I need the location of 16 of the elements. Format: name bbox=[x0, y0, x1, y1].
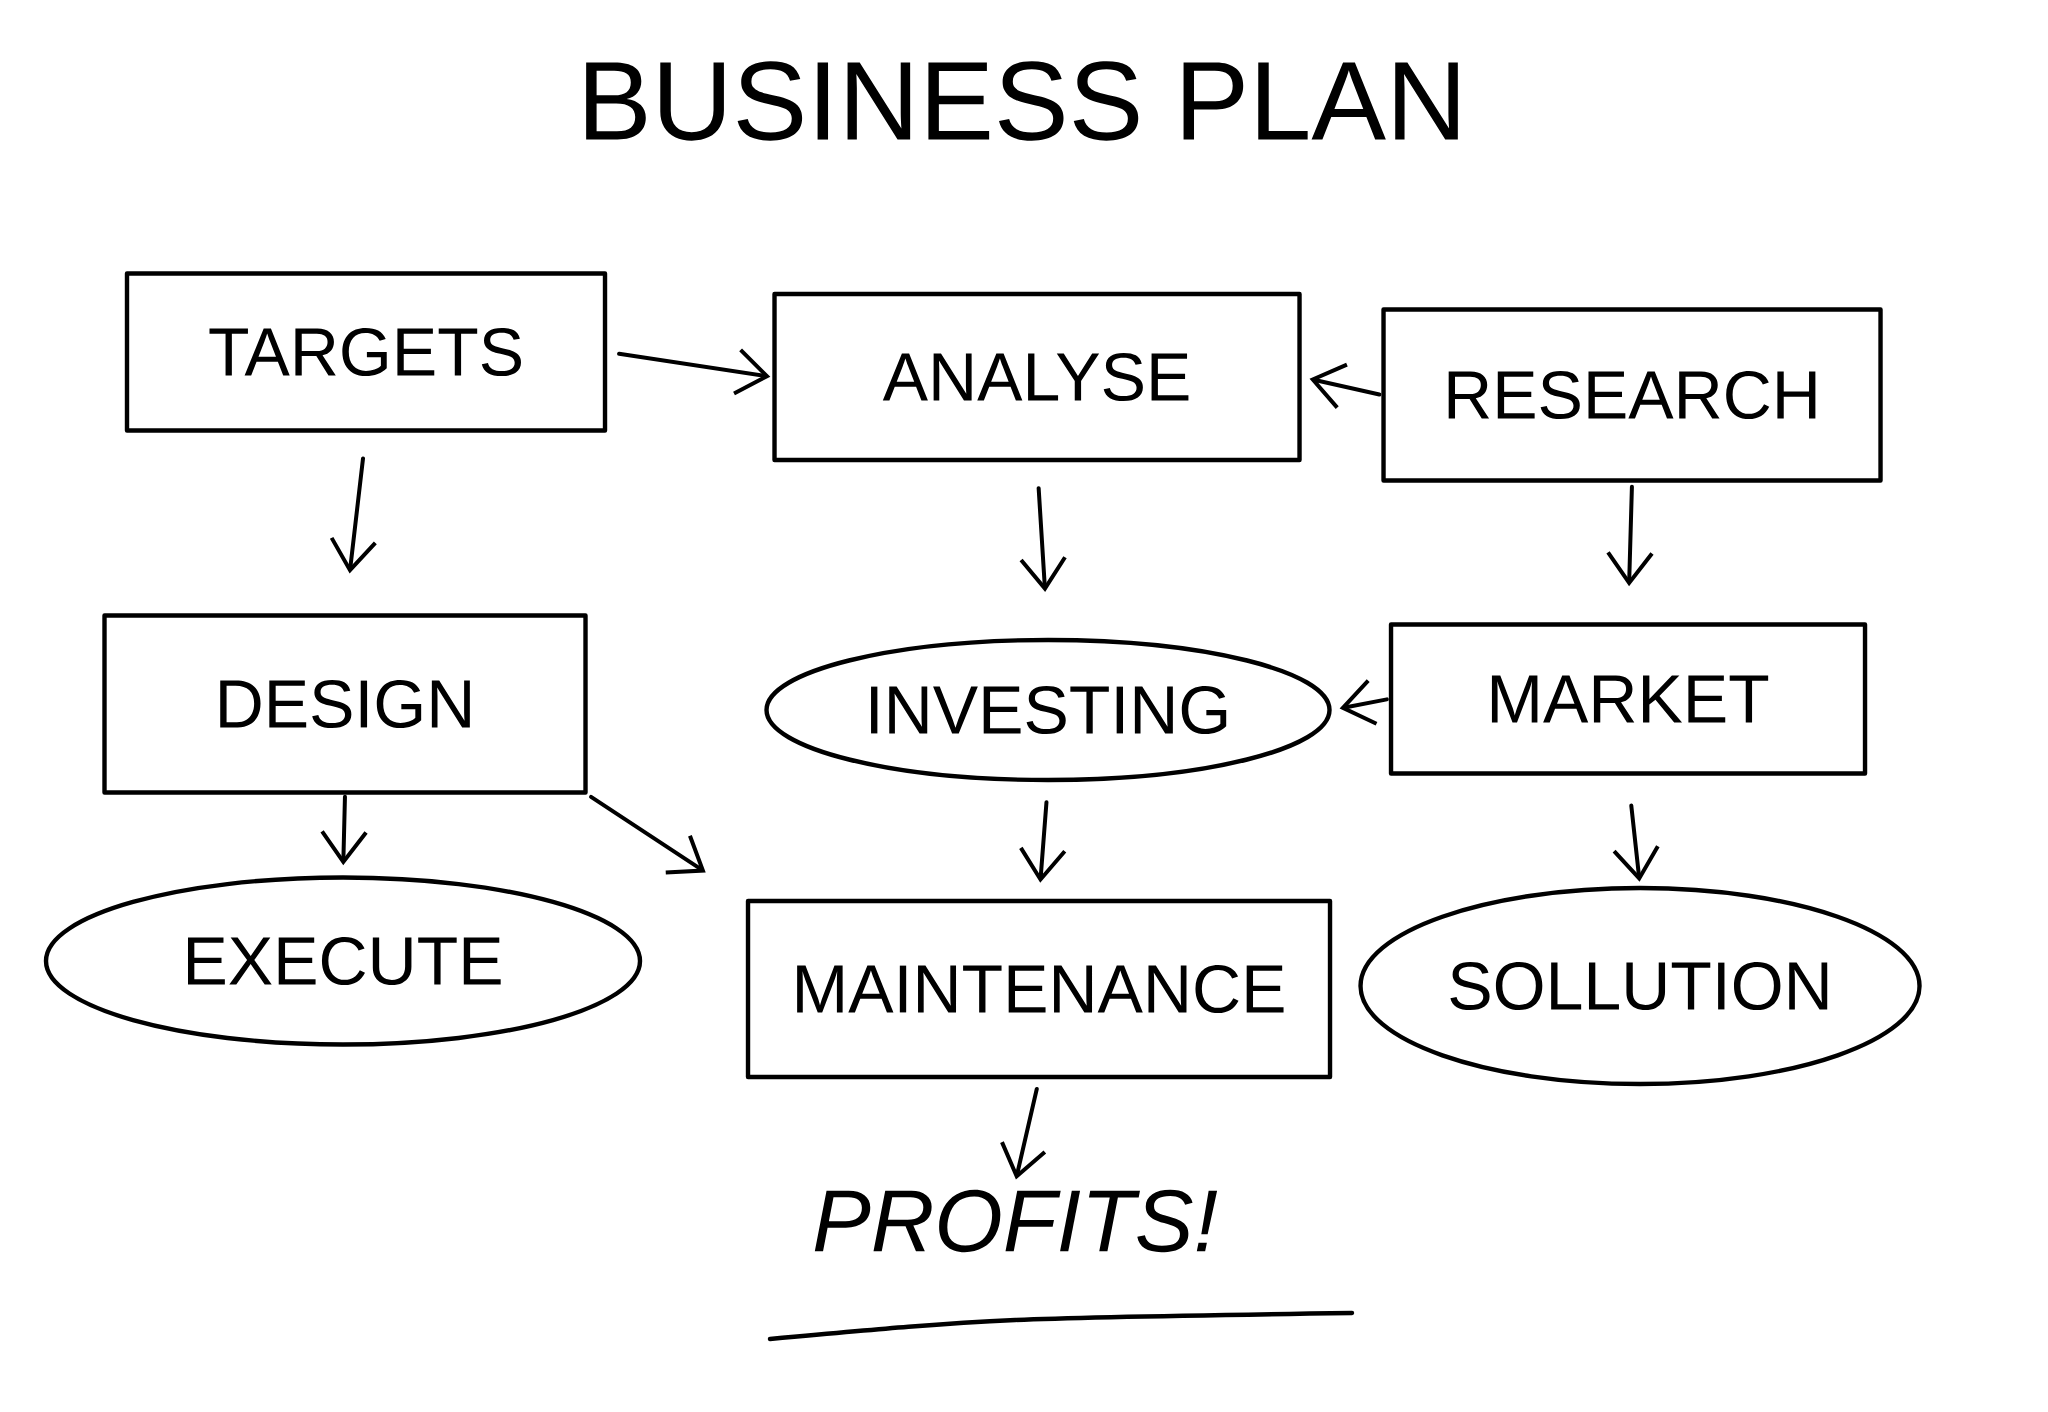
arrow bbox=[589, 794, 706, 875]
arrow bbox=[617, 348, 771, 396]
process-box: MAINTENANCE bbox=[745, 898, 1333, 1080]
process-box: MARKET bbox=[1388, 622, 1868, 776]
title: BUSINESS PLAN bbox=[586, 61, 1458, 141]
process-box: DESIGN bbox=[102, 613, 588, 795]
process-oval: EXECUTE bbox=[43, 875, 643, 1047]
process-oval: INVESTING bbox=[764, 637, 1332, 783]
process-oval: SOLLUTION bbox=[1358, 885, 1922, 1087]
process-box: RESEARCH bbox=[1381, 307, 1883, 483]
process-box: TARGETS bbox=[124, 271, 608, 433]
goal-text: PROFITS! bbox=[814, 1189, 1218, 1253]
arrow bbox=[329, 456, 377, 574]
arrow bbox=[1606, 484, 1654, 587]
arrow bbox=[1019, 486, 1067, 592]
process-box: ANALYSE bbox=[772, 291, 1302, 463]
